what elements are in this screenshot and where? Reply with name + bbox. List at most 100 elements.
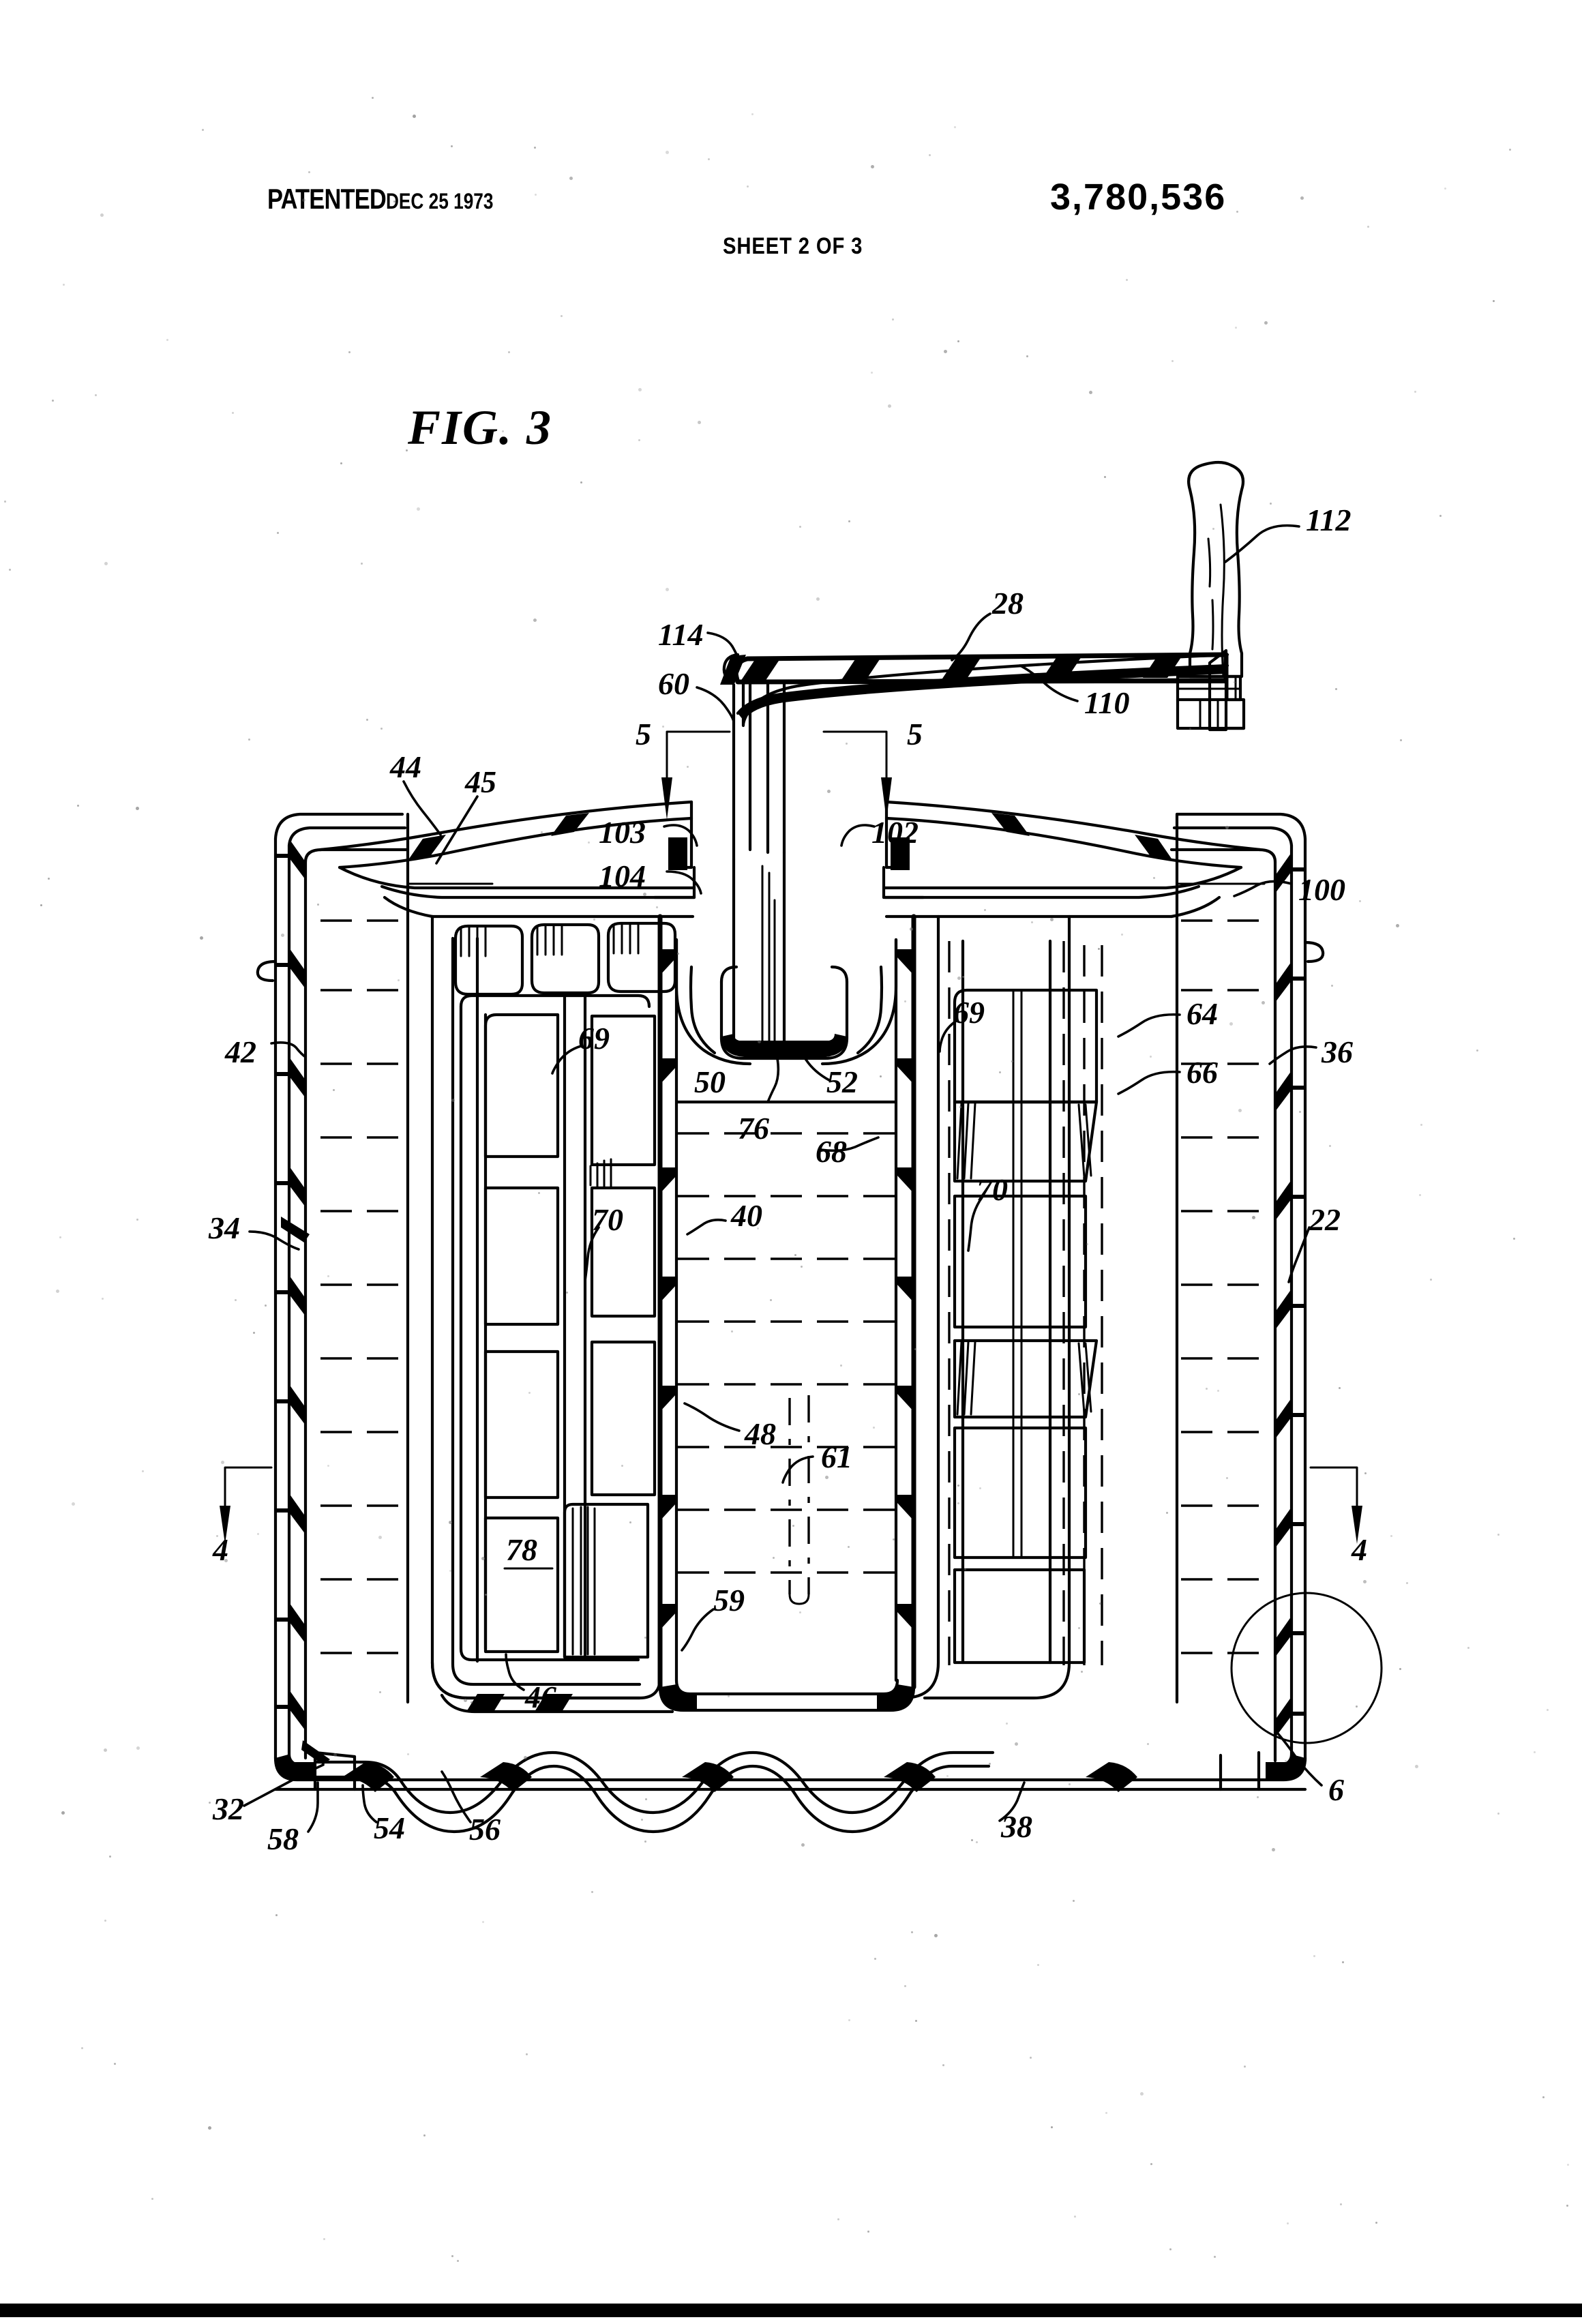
scan-speck [561, 314, 563, 317]
scan-speck [507, 351, 510, 354]
scan-speck [964, 1568, 966, 1570]
scan-speck [208, 2126, 212, 2130]
scan-speck [1420, 1123, 1423, 1126]
scan-speck [1313, 1955, 1315, 1958]
outer-shell [256, 812, 1325, 1763]
scan-speck [1269, 503, 1272, 505]
scan-speck [449, 1520, 453, 1524]
scan-speck [1139, 2092, 1144, 2096]
scan-speck [1171, 360, 1174, 363]
refnum-36: 36 [1321, 1034, 1353, 1069]
scan-speck [756, 1227, 759, 1230]
refnum-69-left: 69 [578, 1021, 610, 1056]
refnum-112: 112 [1306, 503, 1351, 537]
scan-speck [302, 198, 306, 202]
scan-speck [216, 1535, 219, 1538]
scan-speck [801, 1843, 805, 1847]
scan-speck [77, 805, 80, 807]
scan-speck [1150, 2162, 1153, 2165]
scan-speck [332, 1089, 335, 1092]
scan-speck [957, 1485, 959, 1487]
scan-speck [848, 2018, 851, 2021]
scan-speck [728, 1695, 730, 1697]
scan-speck [999, 1071, 1002, 1073]
scan-speck [1339, 1387, 1341, 1390]
refnum-40: 40 [730, 1198, 762, 1233]
scan-speck [470, 1701, 473, 1703]
scan-speck [48, 878, 50, 880]
scan-speck [1026, 355, 1029, 358]
scan-speck [665, 151, 669, 155]
scan-speck [533, 146, 536, 149]
scan-speck [275, 1913, 278, 1916]
scan-speck [1225, 1477, 1228, 1480]
scan-speck [1073, 2215, 1076, 2218]
scan-speck [588, 841, 591, 844]
scan-speck [1166, 1512, 1169, 1515]
inner-liner [320, 812, 1268, 1704]
scan-speck [1405, 1582, 1408, 1585]
scan-speck [961, 975, 964, 978]
scan-speck [1329, 1144, 1332, 1147]
scan-speck [816, 597, 820, 601]
scan-speck [676, 952, 679, 955]
refnum-6: 6 [1328, 1772, 1344, 1807]
refnum-34: 34 [208, 1210, 240, 1245]
scan-speck [371, 97, 374, 99]
scan-speck [1355, 1705, 1358, 1708]
scan-speck [52, 399, 55, 402]
scan-speck [1152, 876, 1155, 879]
scan-speck [1016, 601, 1019, 604]
scan-speck [909, 927, 913, 931]
scan-speck [1125, 279, 1128, 282]
refnum-56: 56 [469, 1812, 501, 1847]
scan-speck [412, 114, 416, 118]
refnum-44: 44 [389, 749, 421, 784]
reference-numerals-layer: 112 28 114 60 110 5 5 44 45 103 102 104 … [208, 503, 1367, 1856]
scan-speck [1029, 2057, 1032, 2059]
scan-speck [533, 619, 537, 623]
scan-speck [1169, 2248, 1171, 2250]
scan-speck [799, 1611, 801, 1613]
refnum-68: 68 [816, 1134, 847, 1169]
scan-speck [687, 765, 689, 768]
figure-title: FIG. 3 [408, 400, 553, 455]
scan-speck [1252, 1216, 1256, 1220]
scan-speck [1272, 1847, 1276, 1851]
scan-speck [1534, 1751, 1536, 1754]
scan-speck [1476, 1049, 1479, 1052]
scan-speck [929, 153, 931, 156]
scan-speck [398, 979, 400, 981]
scan-speck [537, 1192, 540, 1195]
scan-speck [911, 1931, 914, 1934]
scan-speck [1051, 2126, 1054, 2128]
drive-shaft [674, 850, 898, 1066]
scan-speck [839, 1365, 842, 1367]
refnum-4-left: 4 [212, 1532, 228, 1567]
scan-speck [730, 1330, 733, 1332]
scan-speck [655, 906, 658, 908]
scan-speck [871, 164, 875, 168]
scan-speck [202, 128, 205, 131]
scan-speck [580, 481, 582, 484]
scan-speck [232, 411, 235, 414]
scan-speck [451, 2254, 453, 2257]
sheet-label: SHEET 2 OF 3 [723, 233, 863, 259]
refnum-4-right: 4 [1351, 1532, 1367, 1567]
scan-speck [151, 2198, 154, 2201]
patent-date-stamp: PATENTEDDEC 25 1973 [267, 183, 493, 215]
scan-speck [872, 1426, 875, 1429]
scan-speck [643, 892, 647, 896]
scan-speck [101, 1298, 104, 1300]
refnum-110: 110 [1084, 685, 1129, 720]
refnum-70-right: 70 [976, 1172, 1008, 1207]
scan-speck [662, 725, 665, 728]
freezing-can [657, 914, 916, 1712]
scan-speck [1264, 321, 1268, 325]
refnum-28: 28 [991, 586, 1024, 621]
scan-speck [1497, 1813, 1500, 1815]
scan-speck [1256, 1796, 1259, 1798]
scan-speck [451, 1099, 455, 1103]
scan-speck [1031, 921, 1034, 923]
